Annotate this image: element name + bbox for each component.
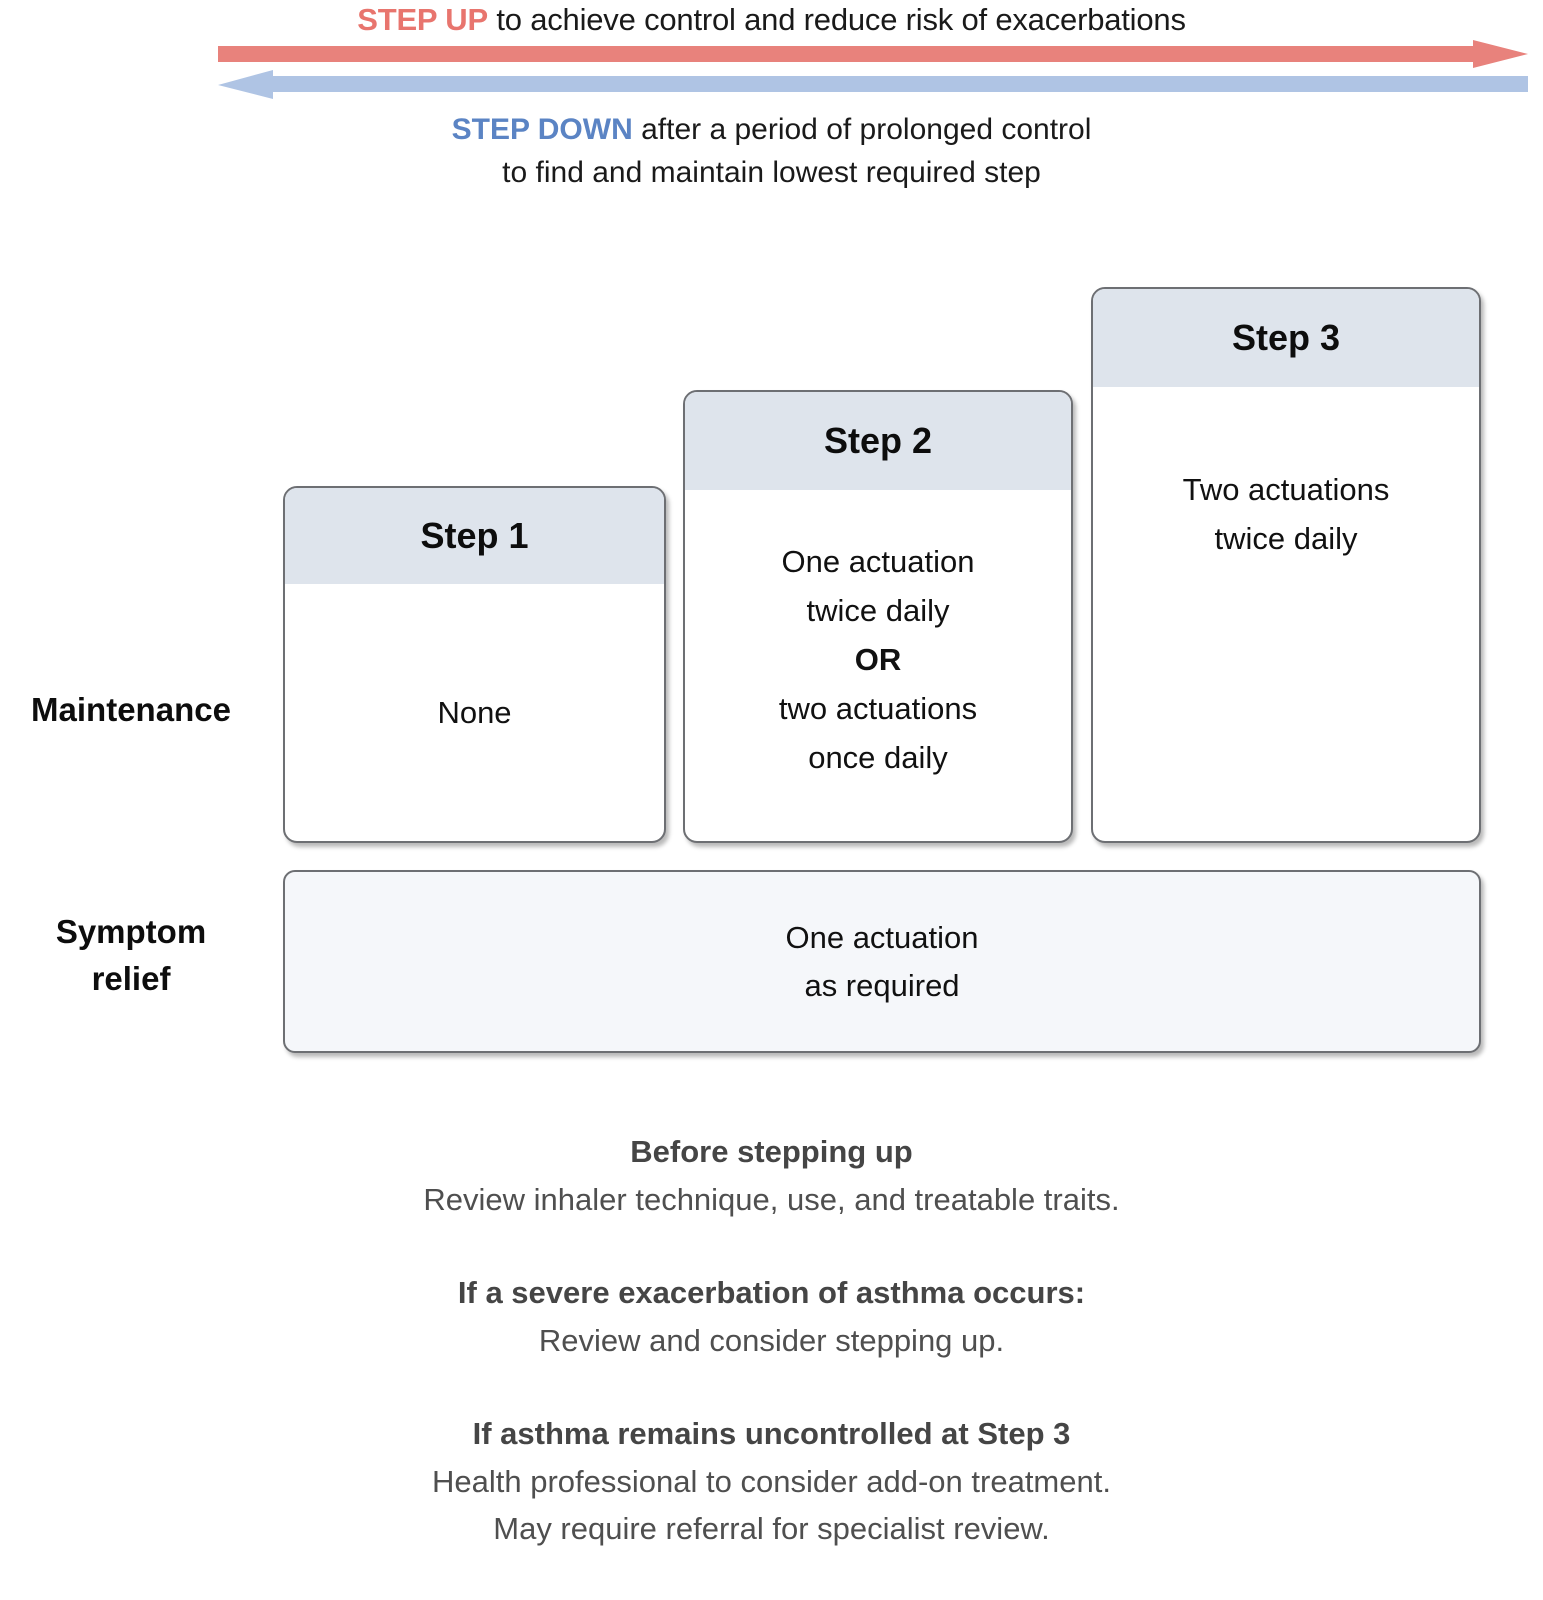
step-card-1-line-0: None <box>437 695 512 730</box>
step-card-3[interactable]: Step 3 Two actuations twice daily <box>1091 287 1481 843</box>
step-card-3-body: Two actuations twice daily <box>1093 387 1479 841</box>
note-line-1-0: Review and consider stepping up. <box>538 1323 1005 1358</box>
note-group-before-stepping-up: Before stepping up Review inhaler techni… <box>0 1128 1543 1223</box>
step-card-2-line-0: One actuation <box>781 544 975 579</box>
step-down-keyword: STEP DOWN <box>451 113 633 146</box>
step-card-1-title: Step 1 <box>285 488 664 584</box>
step-card-2-line-4: once daily <box>808 740 948 775</box>
row-label-symptom-relief: Symptom relief <box>0 908 262 1002</box>
step-card-3-line-1: twice daily <box>1214 521 1358 556</box>
symptom-relief-text: One actuation as required <box>785 914 978 1010</box>
symptom-relief-line2: as required <box>804 967 960 1003</box>
step-down-arrow-left-icon <box>218 70 1528 99</box>
step-card-3-title: Step 3 <box>1093 289 1479 387</box>
note-group-uncontrolled-step3: If asthma remains uncontrolled at Step 3… <box>0 1410 1543 1552</box>
symptom-label-line2: relief <box>91 960 171 997</box>
note-line-2-1: May require referral for specialist revi… <box>493 1511 1050 1546</box>
step-up-rest: to achieve control and reduce risk of ex… <box>487 2 1186 37</box>
steps-area: Step 1 None Step 2 One actuation twice d… <box>0 270 1543 870</box>
note-line-0-0: Review inhaler technique, use, and treat… <box>423 1182 1120 1217</box>
step-up-caption: STEP UP to achieve control and reduce ri… <box>0 2 1543 38</box>
note-group-severe-exacerbation: If a severe exacerbation of asthma occur… <box>0 1269 1543 1364</box>
note-heading-1: If a severe exacerbation of asthma occur… <box>457 1275 1086 1310</box>
step-card-2-line-1: twice daily <box>806 593 950 628</box>
step-down-caption: STEP DOWN after a period of prolonged co… <box>0 108 1543 194</box>
step-card-2-line-3: two actuations <box>778 691 978 726</box>
step-card-2-title: Step 2 <box>685 392 1071 490</box>
step-down-line2: to find and maintain lowest required ste… <box>502 156 1041 189</box>
footer-notes: Before stepping up Review inhaler techni… <box>0 1128 1543 1552</box>
step-card-2-body: One actuation twice daily OR two actuati… <box>685 490 1071 841</box>
step-card-2-line-2: OR <box>854 642 902 677</box>
step-up-keyword: STEP UP <box>357 2 488 37</box>
row-label-maintenance: Maintenance <box>31 691 231 728</box>
symptom-label-line1: Symptom <box>55 913 207 950</box>
note-heading-0: Before stepping up <box>630 1134 913 1169</box>
note-heading-2: If asthma remains uncontrolled at Step 3 <box>472 1416 1071 1451</box>
step-card-2[interactable]: Step 2 One actuation twice daily OR two … <box>683 390 1073 843</box>
step-up-arrow-right-icon <box>218 40 1528 68</box>
symptom-relief-line1: One actuation <box>785 919 979 955</box>
header-arrows-block: STEP UP to achieve control and reduce ri… <box>0 0 1543 210</box>
arrow-pair <box>218 40 1528 100</box>
symptom-relief-bar[interactable]: One actuation as required <box>283 870 1481 1053</box>
step-card-3-line-0: Two actuations <box>1182 472 1390 507</box>
step-card-1[interactable]: Step 1 None <box>283 486 666 843</box>
step-card-1-body: None <box>285 584 664 841</box>
note-line-2-0: Health professional to consider add-on t… <box>432 1464 1111 1499</box>
step-down-rest: after a period of prolonged control <box>632 113 1092 146</box>
